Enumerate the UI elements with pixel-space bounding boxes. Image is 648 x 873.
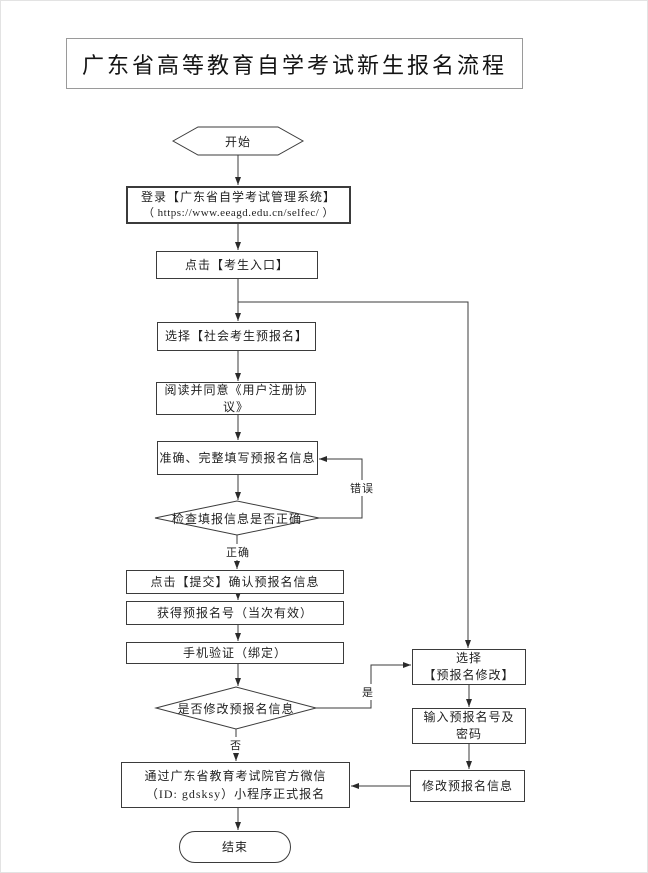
login-node: 登录【广东省自学考试管理系统】 （ https://www.eeagd.edu.… — [126, 186, 351, 224]
start-hexagon-shape — [171, 126, 305, 156]
get-number-node: 获得预报名号（当次有效） — [126, 601, 344, 625]
select-modify-line1: 选择 — [455, 651, 482, 666]
input-credentials-line2: 密码 — [455, 727, 482, 741]
wechat-register-node: 通过广东省教育考试院官方微信 （ID: gdsksy）小程序正式报名 — [121, 762, 350, 808]
select-prereg-node: 选择【社会考生预报名】 — [157, 322, 316, 351]
input-credentials-line1: 输入预报名号及 — [423, 710, 515, 725]
edge-label-correct: 正确 — [224, 544, 252, 560]
login-node-url: （ https://www.eeagd.edu.cn/selfec/ ） — [142, 206, 335, 219]
modify-decision-diamond-shape — [154, 686, 318, 730]
wechat-register-line2: （ID: gdsksy）小程序正式报名 — [145, 787, 326, 801]
check-decision-diamond-shape — [154, 500, 320, 536]
flow-edges — [154, 126, 472, 830]
select-modify-line2: 【预报名修改】 — [423, 668, 515, 682]
edge-label-error: 错误 — [348, 480, 376, 496]
phone-verify-node: 手机验证（绑定） — [126, 642, 344, 664]
select-modify-node: 选择 【预报名修改】 — [412, 649, 526, 685]
wechat-register-line1: 通过广东省教育考试院官方微信 — [144, 769, 327, 783]
edge-label-yes: 是 — [360, 684, 376, 700]
login-node-line1: 登录【广东省自学考试管理系统】 — [140, 190, 336, 205]
end-node: 结束 — [179, 831, 291, 863]
candidate-entry-node: 点击【考生入口】 — [156, 251, 318, 279]
input-credentials-node: 输入预报名号及 密码 — [412, 708, 526, 744]
submit-node: 点击【提交】确认预报名信息 — [126, 570, 344, 594]
page-title: 广东省高等教育自学考试新生报名流程 — [66, 38, 523, 89]
modify-info-node: 修改预报名信息 — [410, 770, 525, 802]
agreement-node: 阅读并同意《用户注册协议》 — [156, 382, 316, 415]
edge-label-no: 否 — [228, 737, 244, 753]
fill-info-node: 准确、完整填写预报名信息 — [157, 441, 318, 475]
